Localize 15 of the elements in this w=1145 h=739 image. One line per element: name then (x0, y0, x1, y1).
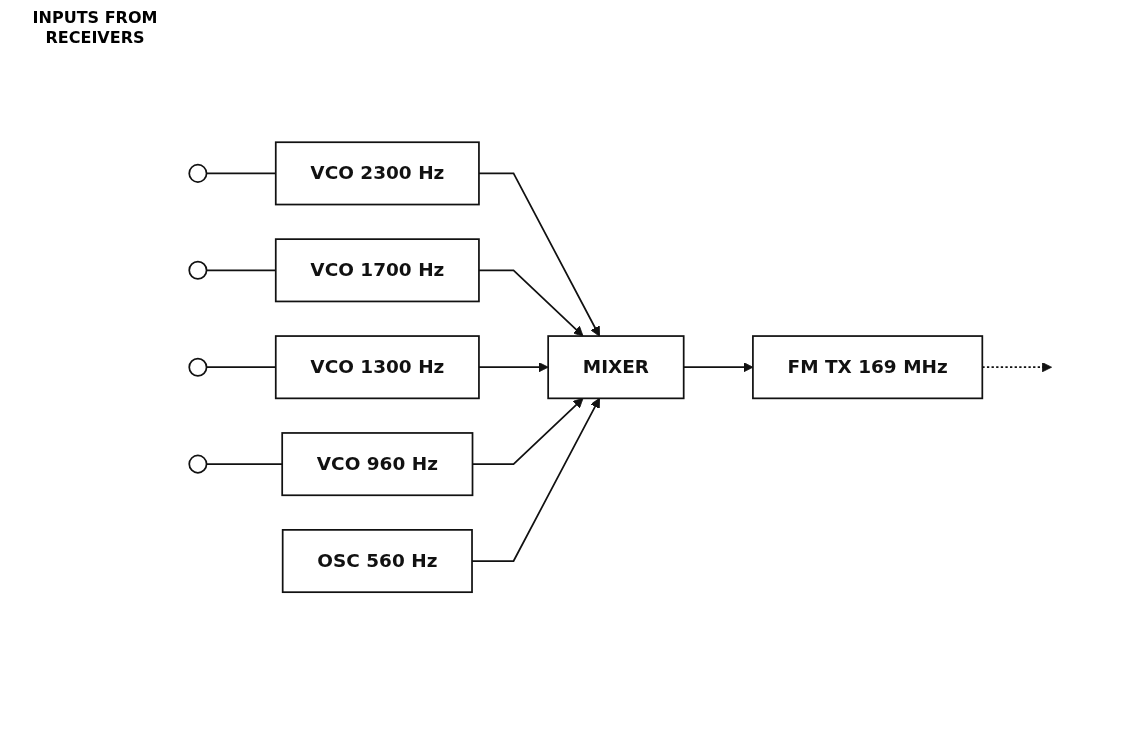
node-box: MIXER (547, 335, 685, 400)
node-circle (188, 358, 208, 377)
arrow (478, 172, 600, 337)
arrow (478, 362, 549, 373)
node-circle (188, 261, 208, 281)
node-circle (188, 454, 208, 474)
node-circle (188, 164, 208, 184)
node-box: VCO 2300 Hz (274, 141, 480, 206)
input-note: INPUTS FROM RECEIVERS (31, 8, 159, 48)
node-box: VCO 1300 Hz (274, 335, 480, 400)
node-box: VCO 1700 Hz (274, 238, 480, 303)
node-box: FM TX 169 MHz (752, 335, 984, 400)
node-box: VCO 960 Hz (281, 432, 474, 497)
node-box: OSC 560 Hz (281, 529, 473, 594)
arrow (478, 269, 584, 337)
